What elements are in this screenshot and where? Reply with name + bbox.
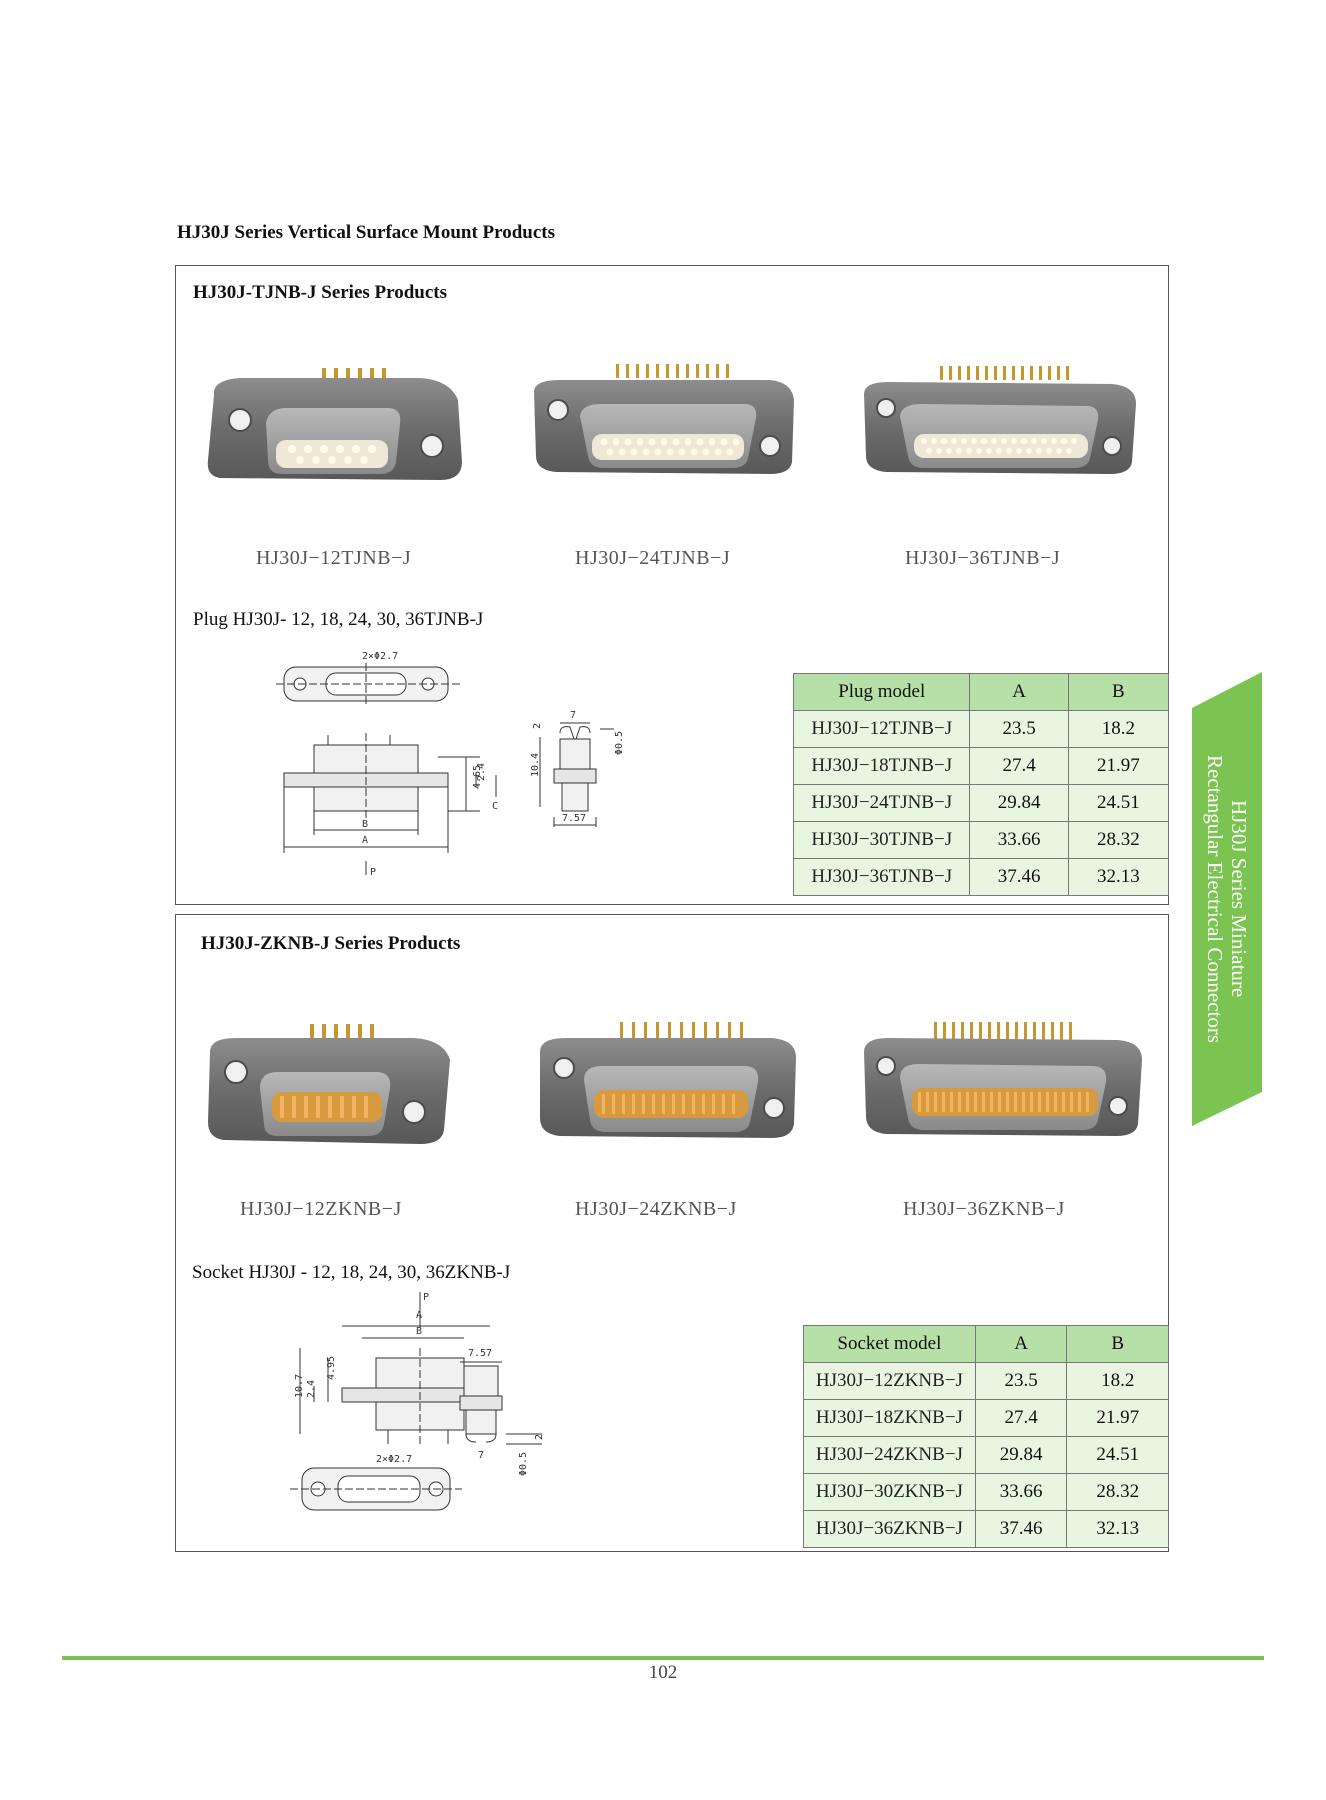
- table-cell: 27.4: [974, 1399, 1068, 1437]
- table-header: B: [1067, 673, 1170, 711]
- section-socket-title: HJ30J-ZKNB-J Series Products: [201, 933, 461, 954]
- table-cell: HJ30J−18ZKNB−J: [803, 1399, 976, 1437]
- plug-dim-24: 2.4: [476, 763, 487, 781]
- table-header: A: [969, 673, 1069, 711]
- plug-24-label: HJ30J−24TJNB−J: [575, 547, 731, 569]
- table-cell: HJ30J−30ZKNB−J: [803, 1473, 976, 1511]
- plug-dim-p: P: [370, 867, 376, 878]
- plug-dimension-drawing: 2×Φ2.7 B A P 4.65 2.4 C 7 10.4 2 Φ0.5 7.…: [276, 651, 625, 878]
- plug-dim-104: 10.4: [530, 753, 541, 777]
- socket-drawing-title: Socket HJ30J - 12, 18, 24, 30, 36ZKNB-J: [192, 1262, 511, 1283]
- plug-12-image: [207, 368, 462, 480]
- socket-dim-a: A: [416, 1310, 422, 1321]
- plug-dim-7: 7: [570, 710, 576, 721]
- page-title: HJ30J Series Vertical Surface Mount Prod…: [177, 222, 556, 243]
- side-tab-line1: HJ30J Series Miniature: [1227, 800, 1252, 998]
- plug-dim-c: C: [492, 801, 498, 812]
- table-header: Plug model: [792, 673, 971, 711]
- table-cell: 37.46: [969, 858, 1069, 896]
- plug-24-image: [534, 364, 794, 474]
- plug-36-image: [864, 366, 1136, 474]
- table-cell: 23.5: [969, 710, 1069, 748]
- table-cell: 23.5: [974, 1362, 1068, 1400]
- table-cell: HJ30J−18TJNB−J: [792, 747, 971, 785]
- plug-drawing-title: Plug HJ30J- 12, 18, 24, 30, 36TJNB-J: [193, 609, 484, 630]
- table-cell: HJ30J−24TJNB−J: [792, 784, 971, 822]
- socket-dim-107: 10.7: [294, 1374, 305, 1398]
- table-cell: 32.13: [1066, 1510, 1169, 1548]
- section-plug-title: HJ30J-TJNB-J Series Products: [193, 282, 448, 303]
- table-cell: 28.32: [1066, 1473, 1169, 1511]
- page-number: 102: [648, 1662, 678, 1683]
- socket-dimension-drawing: P A B 10.7 2.4 4.95 2×Φ2.7 7.57 7 2 Φ0.5: [290, 1292, 545, 1511]
- table-cell: 24.51: [1066, 1436, 1169, 1474]
- socket-dim-757: 7.57: [468, 1348, 492, 1359]
- socket-dim-p: P: [423, 1292, 429, 1303]
- plug-dim-757: 7.57: [562, 813, 586, 824]
- table-cell: 29.84: [974, 1436, 1068, 1474]
- table-cell: 32.13: [1067, 858, 1170, 896]
- plug-36-label: HJ30J−36TJNB−J: [905, 547, 1061, 569]
- table-cell: 33.66: [969, 821, 1069, 859]
- table-cell: HJ30J−30TJNB−J: [792, 821, 971, 859]
- socket-dim-05: Φ0.5: [518, 1452, 529, 1476]
- socket-dim-hole: 2×Φ2.7: [376, 1454, 412, 1465]
- table-cell: 28.32: [1067, 821, 1170, 859]
- footer-divider: [62, 1656, 1264, 1660]
- plug-12-label: HJ30J−12TJNB−J: [256, 547, 412, 569]
- plug-dim-b: B: [362, 819, 368, 830]
- socket-36-label: HJ30J−36ZKNB−J: [903, 1198, 1065, 1220]
- socket-24-label: HJ30J−24ZKNB−J: [575, 1198, 737, 1220]
- table-cell: 18.2: [1066, 1362, 1169, 1400]
- table-cell: 21.97: [1067, 747, 1170, 785]
- table-cell: HJ30J−12TJNB−J: [792, 710, 971, 748]
- plug-product-images: [207, 364, 1136, 480]
- table-header-row: Plug model A B: [792, 673, 1170, 711]
- socket-dim-7: 7: [478, 1450, 484, 1461]
- table-header: A: [974, 1325, 1068, 1363]
- table-cell: HJ30J−12ZKNB−J: [803, 1362, 976, 1400]
- table-header: Socket model: [803, 1325, 976, 1363]
- plug-dim-465: 4.65: [472, 765, 483, 789]
- plug-dim-a: A: [362, 835, 368, 846]
- table-cell: 21.97: [1066, 1399, 1169, 1437]
- table-cell: 33.66: [974, 1473, 1068, 1511]
- socket-12-label: HJ30J−12ZKNB−J: [240, 1198, 402, 1220]
- table-cell: 37.46: [974, 1510, 1068, 1548]
- table-cell: 24.51: [1067, 784, 1170, 822]
- table-cell: HJ30J−24ZKNB−J: [803, 1436, 976, 1474]
- plug-dim-05: Φ0.5: [614, 731, 625, 755]
- socket-dim-2: 2: [534, 1434, 545, 1440]
- side-tab-line2: Rectangular Electrical Connectors: [1203, 754, 1227, 1044]
- table-cell: HJ30J−36ZKNB−J: [803, 1510, 976, 1548]
- socket-12-image: [208, 1024, 450, 1144]
- table-header-row: Socket model A B: [803, 1325, 1169, 1363]
- table-cell: 27.4: [969, 747, 1069, 785]
- socket-dim-495: 4.95: [326, 1356, 337, 1380]
- socket-product-images: [208, 1022, 1142, 1144]
- plug-dim-hole: 2×Φ2.7: [362, 651, 398, 662]
- table-header: B: [1066, 1325, 1169, 1363]
- socket-24-image: [540, 1022, 796, 1138]
- socket-36-image: [864, 1022, 1142, 1136]
- table-cell: HJ30J−36TJNB−J: [792, 858, 971, 896]
- table-cell: 18.2: [1067, 710, 1170, 748]
- table-cell: 29.84: [969, 784, 1069, 822]
- plug-dim-2: 2: [532, 723, 543, 729]
- socket-dim-b: B: [416, 1326, 422, 1337]
- socket-dim-24: 2.4: [306, 1380, 317, 1398]
